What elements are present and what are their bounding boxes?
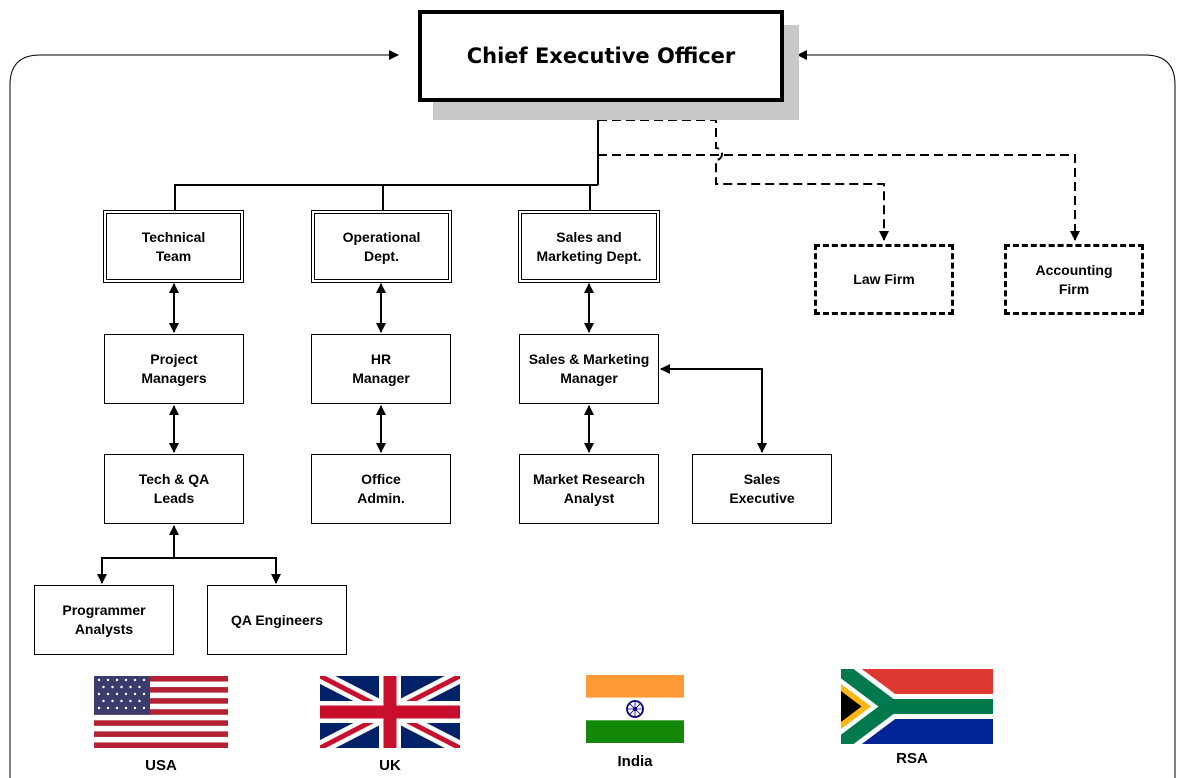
sales-marketing-manager-box: Sales & Marketing Manager (519, 334, 659, 404)
sales-marketing-dept-box: Sales and Marketing Dept. (518, 210, 660, 283)
operational-dept-label: Operational Dept. (342, 228, 421, 264)
programmer-analysts-box: Programmer Analysts (34, 585, 174, 655)
tech-qa-leads-label: Tech & QA Leads (138, 471, 210, 506)
accounting-firm-label: Accounting Firm (1035, 261, 1113, 297)
sales-marketing-manager-label: Sales & Marketing Manager (528, 351, 650, 386)
sales-executive-label: Sales Executive (729, 471, 795, 506)
ceo-box: Chief Executive Officer (418, 10, 784, 102)
uk-label: UK (379, 757, 401, 774)
rsa-flag (841, 669, 993, 744)
accounting-firm-link (598, 154, 1080, 241)
law-firm-label: Law Firm (853, 271, 915, 287)
qa-engineers-box: QA Engineers (207, 585, 347, 655)
outer-frame (9, 54, 1176, 778)
operational-dept-box: Operational Dept. (311, 210, 452, 283)
india-flag (586, 675, 684, 743)
hr-manager-label: HR Manager (352, 351, 410, 386)
ceo-label: Chief Executive Officer (466, 44, 736, 68)
rsa-label: RSA (896, 750, 928, 767)
usa-label: USA (145, 757, 177, 774)
sales-marketing-dept-label: Sales and Marketing Dept. (536, 228, 642, 264)
law-firm-link (598, 119, 889, 241)
market-research-analyst-label: Market Research Analyst (532, 471, 646, 506)
qa-engineers-label: QA Engineers (230, 611, 324, 628)
technical-team-box: Technical Team (103, 210, 244, 283)
sales-executive-box: Sales Executive (692, 454, 832, 524)
india-label: India (617, 753, 653, 770)
uk-flag (320, 676, 460, 748)
hr-manager-box: HR Manager (311, 334, 451, 404)
project-managers-box: Project Managers (104, 334, 244, 404)
project-managers-label: Project Managers (141, 351, 207, 386)
programmer-analysts-label: Programmer Analysts (62, 602, 146, 637)
market-research-analyst-box: Market Research Analyst (519, 454, 659, 524)
office-admin-box: Office Admin. (311, 454, 451, 524)
technical-team-label: Technical Team (141, 228, 206, 264)
dept-bus (174, 184, 598, 212)
law-firm-box: Law Firm (814, 244, 954, 315)
accounting-firm-box: Accounting Firm (1004, 244, 1144, 315)
tech-qa-leads-box: Tech & QA Leads (104, 454, 244, 524)
usa-flag (94, 676, 228, 748)
office-admin-label: Office Admin. (357, 471, 405, 506)
